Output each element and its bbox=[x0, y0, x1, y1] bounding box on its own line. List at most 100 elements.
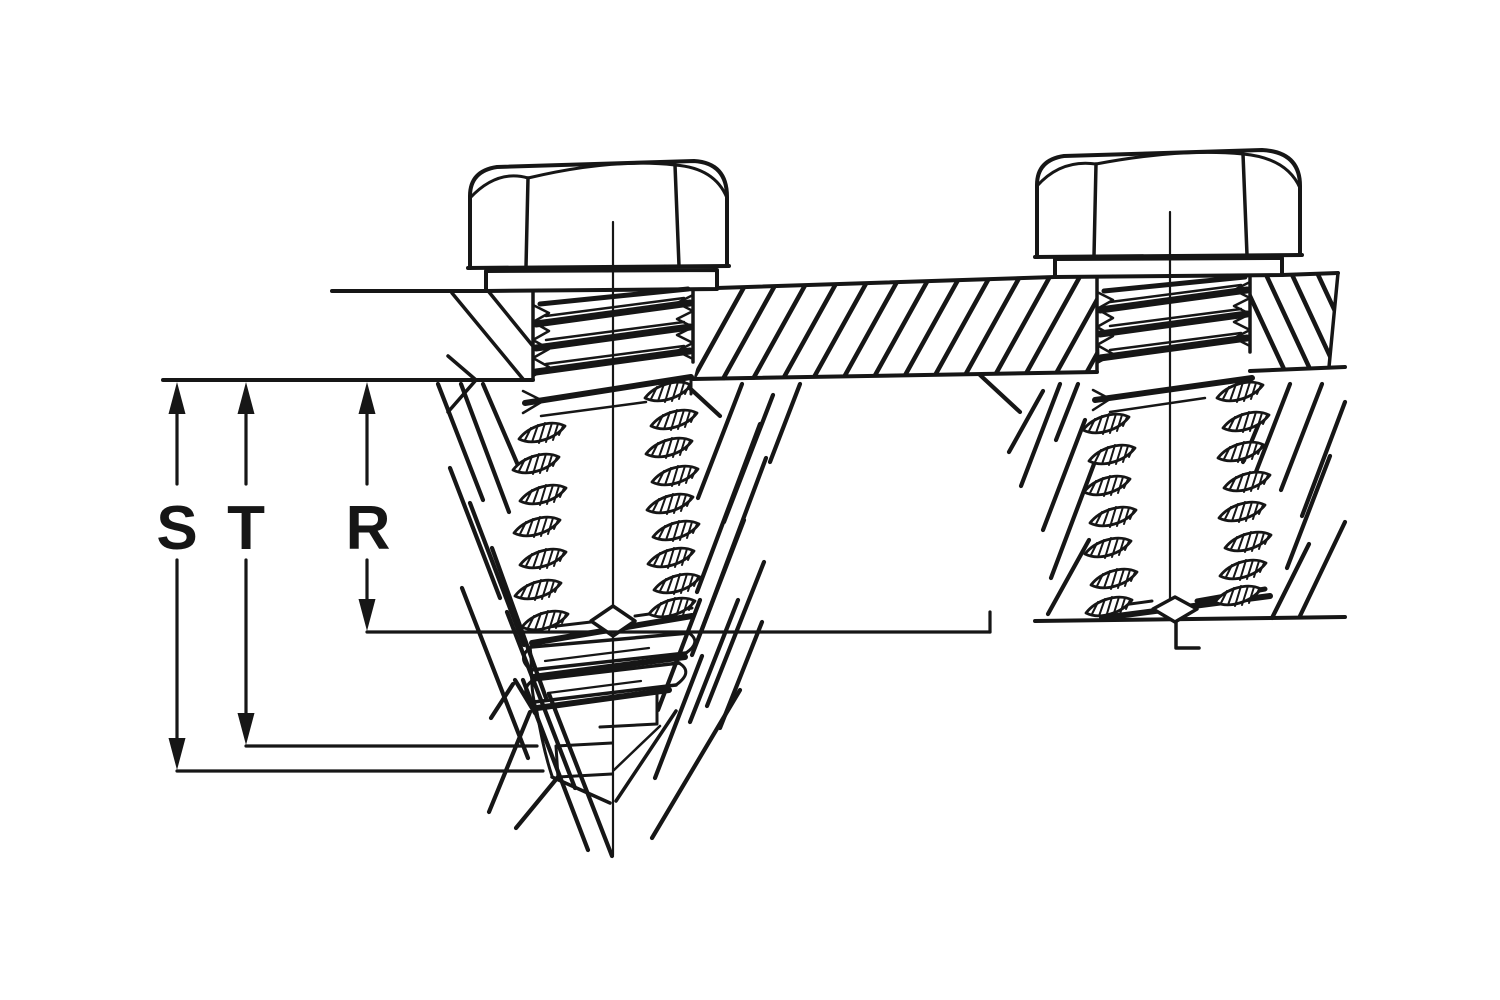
internal-thread-lens bbox=[646, 546, 696, 570]
hatch-line bbox=[715, 276, 791, 381]
plate-left-break-line bbox=[450, 291, 525, 381]
left-screw-tip bbox=[522, 604, 697, 805]
internal-thread-lens bbox=[645, 492, 695, 516]
hatch-line bbox=[693, 276, 761, 381]
hatch-line bbox=[467, 500, 527, 648]
arrow-up-icon bbox=[168, 382, 186, 414]
hatch-line bbox=[1018, 381, 1063, 489]
hatch-line bbox=[925, 276, 1001, 381]
arrow-down-icon bbox=[237, 713, 255, 745]
internal-thread-lens bbox=[1223, 530, 1273, 554]
left-screw-hex-head bbox=[466, 159, 731, 270]
hatch-line bbox=[1040, 417, 1088, 533]
internal-thread-lens bbox=[1218, 558, 1268, 582]
plate-hatching bbox=[693, 276, 1100, 381]
internal-thread-lens bbox=[651, 519, 701, 543]
hatch-line bbox=[513, 774, 561, 831]
internal-thread-lens bbox=[1222, 470, 1272, 494]
hatch-line bbox=[1299, 399, 1348, 519]
hatch-line bbox=[458, 381, 512, 515]
hatch-line bbox=[895, 276, 971, 381]
hatch-line bbox=[955, 276, 1031, 381]
plate-top-edge-middle bbox=[715, 275, 1057, 290]
hatch-line bbox=[865, 276, 941, 381]
internal-thread-lens bbox=[1083, 536, 1133, 560]
hatch-line bbox=[775, 276, 851, 381]
hatch-line bbox=[480, 381, 523, 473]
material-hatching bbox=[435, 372, 1348, 859]
hatch-line bbox=[1251, 381, 1293, 480]
internal-thread-lens bbox=[520, 609, 570, 633]
internal-thread-lens bbox=[1215, 380, 1265, 404]
dimension-lines: S T R bbox=[156, 378, 992, 773]
hatch-line bbox=[687, 597, 741, 725]
right-hole-internal-thread-left-wall bbox=[1081, 412, 1139, 619]
dimension-label-s: S bbox=[156, 494, 197, 563]
hatch-line bbox=[435, 381, 486, 503]
right-hole-bottom-line bbox=[1033, 615, 1347, 623]
right-screw-tip-mark bbox=[1174, 620, 1201, 650]
hatch-line bbox=[1284, 453, 1333, 571]
hatch-line bbox=[1075, 276, 1100, 381]
right-screw-washer bbox=[1053, 256, 1284, 279]
left-hole-internal-thread-right-wall bbox=[643, 380, 702, 620]
internal-thread-lens bbox=[1216, 440, 1266, 464]
internal-thread-lens bbox=[512, 515, 562, 539]
hatch-line bbox=[489, 545, 549, 701]
hatch-line bbox=[1250, 272, 1293, 371]
arrow-up-icon bbox=[358, 382, 376, 414]
right-screw-hex-head bbox=[1033, 148, 1304, 259]
hatch-line bbox=[1259, 272, 1319, 371]
arrow-up-icon bbox=[237, 382, 255, 414]
internal-thread-lens bbox=[1081, 412, 1131, 436]
hatch-line bbox=[1048, 461, 1097, 581]
hatch-line bbox=[1297, 519, 1348, 619]
internal-thread-lens bbox=[650, 464, 700, 488]
hatch-line bbox=[985, 276, 1061, 381]
hatch-line bbox=[1337, 272, 1338, 371]
hatch-line bbox=[1006, 388, 1046, 455]
right-screw bbox=[1033, 148, 1304, 650]
hatch-line bbox=[459, 585, 531, 761]
internal-thread-lens bbox=[644, 436, 694, 460]
internal-thread-lens bbox=[511, 452, 561, 476]
arrow-down-icon bbox=[168, 738, 186, 770]
right-hole-internal-thread-right-wall bbox=[1213, 380, 1273, 608]
dimension-T bbox=[237, 382, 539, 748]
hatch-line bbox=[1311, 272, 1338, 371]
internal-thread-lens bbox=[1082, 474, 1132, 498]
hatch-line bbox=[512, 677, 538, 716]
dimension-R bbox=[358, 382, 992, 634]
internal-thread-lens bbox=[518, 547, 568, 571]
hatch-line bbox=[977, 372, 1023, 415]
internal-thread-lens bbox=[513, 578, 563, 602]
hatch-line bbox=[649, 687, 743, 841]
hatch-line bbox=[1015, 276, 1091, 381]
internal-thread-lens bbox=[1089, 567, 1139, 591]
plate-left-break-line bbox=[487, 290, 534, 347]
internal-thread-lens bbox=[517, 421, 567, 445]
internal-thread-lens bbox=[1221, 410, 1271, 434]
hatch-line bbox=[1045, 276, 1100, 381]
internal-thread-lens bbox=[652, 572, 702, 596]
hatch-line bbox=[767, 381, 803, 465]
hatch-line bbox=[694, 421, 763, 595]
dimension-label-t: T bbox=[227, 494, 265, 563]
dimension-label-r: R bbox=[346, 494, 391, 563]
hatch-line bbox=[652, 653, 705, 781]
internal-thread-lens bbox=[649, 408, 699, 432]
clamped-plate-section bbox=[330, 271, 1340, 381]
hatch-line bbox=[835, 276, 911, 381]
material-top-surface bbox=[1248, 365, 1347, 373]
dimension-S bbox=[168, 382, 545, 773]
hatch-line bbox=[695, 381, 745, 501]
left-hole-internal-thread-left-wall bbox=[511, 421, 570, 633]
hatch-line bbox=[1278, 381, 1325, 493]
left-screw-engaged-threads bbox=[521, 286, 695, 418]
plate-hatching bbox=[1250, 272, 1338, 371]
arrow-down-icon bbox=[358, 599, 376, 631]
internal-thread-lens bbox=[1213, 584, 1263, 608]
hatch-line bbox=[805, 276, 881, 381]
hatch-line bbox=[1053, 381, 1081, 443]
